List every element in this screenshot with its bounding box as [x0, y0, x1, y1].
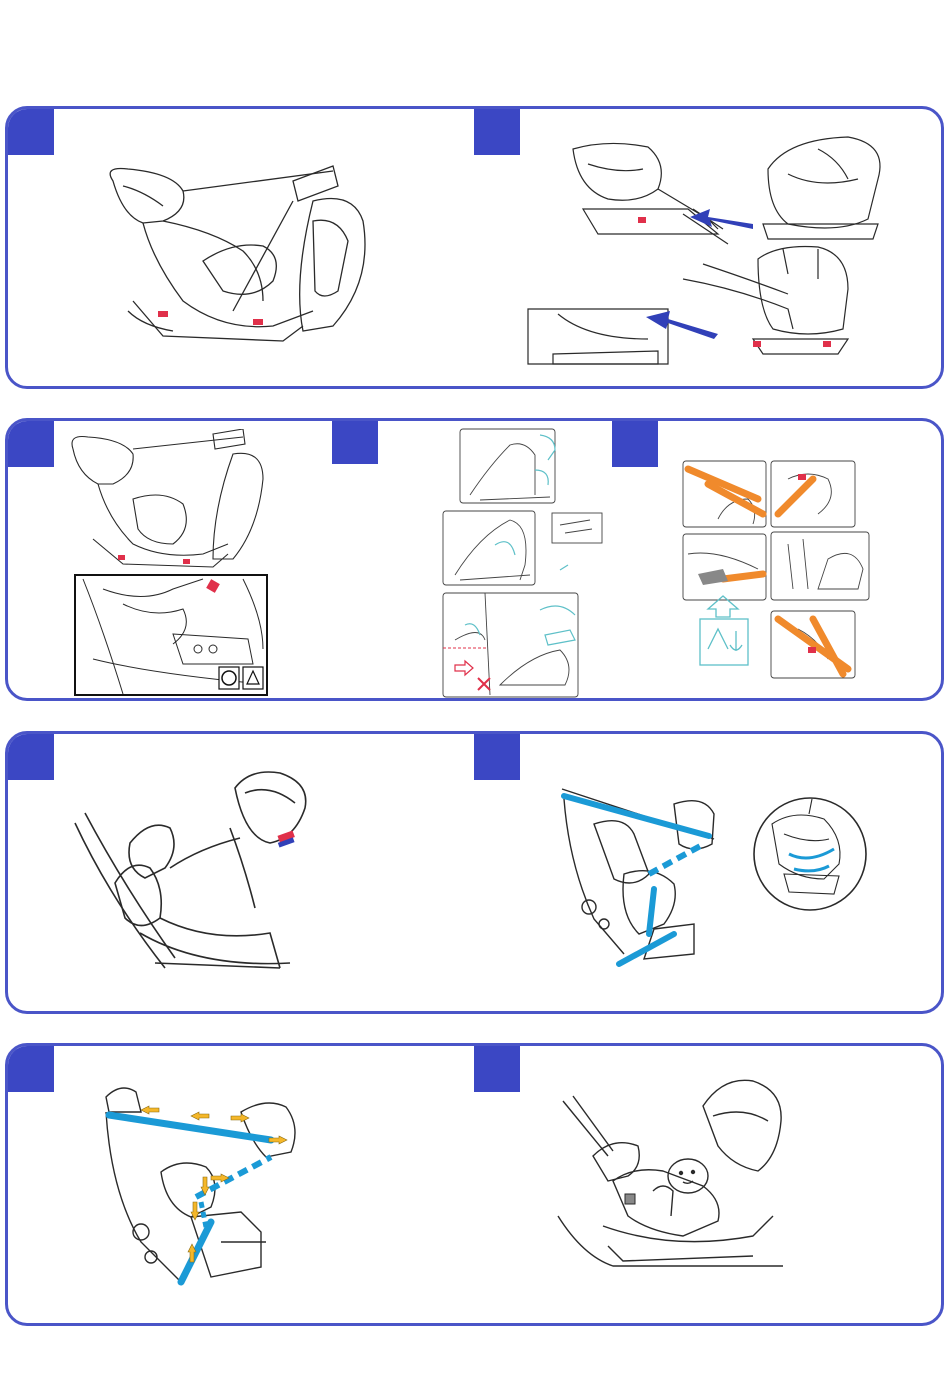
isofix-anchor-icon — [730, 631, 742, 651]
step-marker — [612, 421, 658, 467]
instruction-panel-row1 — [5, 106, 944, 389]
seat-installation-illustration — [63, 429, 273, 699]
arrow-icon — [708, 596, 738, 617]
arrow-icon — [191, 1112, 209, 1120]
support-leg-illustration — [440, 425, 615, 699]
instruction-panel-row2 — [5, 418, 944, 701]
isofix-connection-illustration — [518, 129, 938, 384]
step-marker — [474, 1046, 520, 1092]
arrow-icon — [646, 311, 718, 339]
step-marker — [8, 421, 54, 467]
arrow-icon — [455, 661, 473, 675]
seat-belt-routing-illustration — [554, 784, 884, 969]
top-tether-icon — [708, 629, 728, 649]
child-seated-illustration — [553, 1076, 803, 1296]
car-seat-illustration — [83, 161, 383, 351]
arrow-icon — [231, 1114, 249, 1122]
step-marker — [8, 109, 54, 155]
step-marker — [474, 734, 520, 780]
top-tether-illustration — [678, 459, 878, 684]
instruction-panel-row3 — [5, 731, 944, 1014]
step-marker — [332, 418, 378, 464]
step-marker — [8, 1046, 54, 1092]
x-mark-icon — [478, 678, 490, 690]
belt-tightening-illustration — [101, 1082, 306, 1287]
arrow-icon — [690, 209, 753, 229]
seat-outline-illustration — [70, 768, 320, 973]
instruction-panel-row4 — [5, 1043, 944, 1326]
step-marker — [474, 109, 520, 155]
step-marker — [8, 734, 54, 780]
arrow-icon — [141, 1106, 159, 1114]
